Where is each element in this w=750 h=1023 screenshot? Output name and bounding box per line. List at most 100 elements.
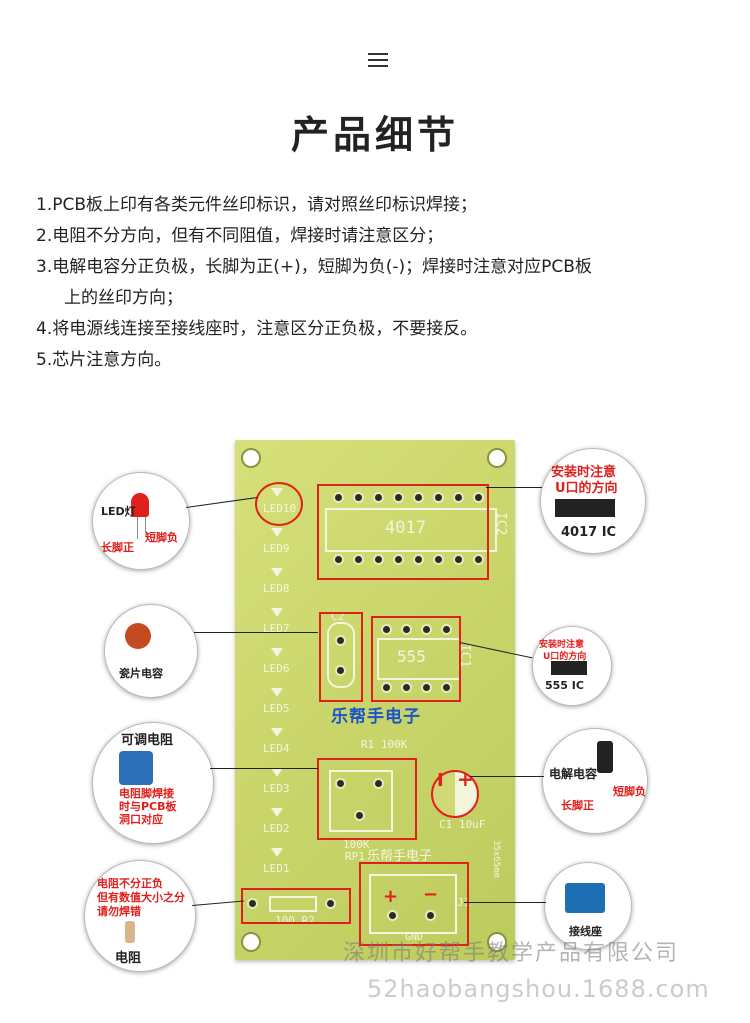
pad	[433, 554, 444, 565]
ic2-outline	[325, 508, 497, 552]
led-symbol-icon	[271, 848, 283, 857]
electrolytic-callout: 电解电容 短脚负 长脚正	[542, 728, 648, 834]
pad	[333, 554, 344, 565]
watermark-company: 深圳市好帮手教学产品有限公司	[343, 941, 680, 966]
led-symbol-icon	[271, 528, 283, 537]
pad	[473, 492, 484, 503]
board-brand: 乐帮手电子	[367, 849, 433, 864]
notes-list: 1.PCB板上印有各类元件丝印标识，请对照丝印标识焊接； 2.电阻不分方向，但有…	[36, 190, 726, 376]
ceramic-cap-icon	[125, 623, 151, 649]
j1-outline	[369, 874, 457, 934]
led-label: LED6	[263, 662, 290, 675]
j1-minus: −	[423, 884, 439, 905]
pad	[441, 682, 452, 693]
pad	[354, 810, 365, 821]
pad	[473, 554, 484, 565]
j1-label: J1	[457, 896, 471, 909]
led-symbol-icon	[271, 728, 283, 737]
pad	[353, 554, 364, 565]
pad	[373, 554, 384, 565]
rp1-label: RP1	[345, 850, 365, 863]
note-item: 2.电阻不分方向，但有不同阻值，焊接时请注意区分；	[36, 226, 444, 246]
resistor-icon	[125, 921, 135, 943]
pad	[335, 665, 346, 676]
resistor-callout: 电阻不分正负 但有数值大小之分 请勿焊错 电阻	[84, 860, 196, 972]
pad	[425, 910, 436, 921]
pad	[453, 554, 464, 565]
r1-label: R1 100K	[361, 738, 408, 751]
led-label: LED1	[263, 862, 290, 875]
led-symbol-icon	[271, 808, 283, 817]
note-item: 5.芯片注意方向。	[36, 350, 172, 370]
ic555-callout: 安装时注意 U口的方向 555 IC	[532, 626, 612, 706]
menu-icon	[368, 53, 388, 67]
ic1-chip-label: 555	[397, 647, 426, 666]
pcb-board: LED10 LED9 LED8 LED7 LED6 LED5 LED4 LED3…	[235, 440, 515, 960]
pad	[335, 635, 346, 646]
mount-hole	[241, 932, 261, 952]
electrolytic-cap-icon	[597, 741, 613, 773]
pad	[335, 778, 346, 789]
ceramic-callout: 瓷片电容	[104, 604, 198, 698]
led-callout: LED灯 长脚正 短脚负	[92, 472, 190, 570]
terminal-block-icon	[565, 883, 605, 913]
j1-highlight	[359, 862, 469, 946]
note-item: 3.电解电容分正负极，长脚为正(+)，短脚为负(-)；焊接时注意对应PCB板上的…	[36, 257, 592, 308]
led-label: LED3	[263, 782, 290, 795]
pad	[421, 682, 432, 693]
led-label: LED8	[263, 582, 290, 595]
pad	[393, 492, 404, 503]
led-label: LED9	[263, 542, 290, 555]
note-item: 4.将电源线连接至接线座时，注意区分正负极，不要接反。	[36, 319, 478, 339]
led-label: LED4	[263, 742, 290, 755]
c1-plus: +	[457, 767, 474, 791]
pad	[453, 492, 464, 503]
pad	[381, 682, 392, 693]
menu-button[interactable]	[368, 53, 388, 69]
mount-hole	[241, 448, 261, 468]
ic2-highlight	[317, 484, 489, 580]
pad	[393, 554, 404, 565]
led-red-icon	[131, 493, 149, 517]
pot-callout: 可调电阻 电阻脚焊接 时与PCB板 洞口对应	[92, 722, 214, 844]
note-item: 1.PCB板上印有各类元件丝印标识，请对照丝印标识焊接；	[36, 195, 478, 215]
led-symbol-icon	[271, 568, 283, 577]
pad	[413, 492, 424, 503]
page-title: 产品细节	[290, 113, 459, 157]
pcb-figure: LED10 LED9 LED8 LED7 LED6 LED5 LED4 LED3…	[0, 430, 750, 1023]
j1-plus: +	[383, 886, 399, 907]
watermark-url: 52haobangshou.1688.com	[367, 975, 710, 1003]
terminal-callout: 接线座	[544, 862, 632, 950]
led-symbol-icon	[271, 648, 283, 657]
pad	[381, 624, 392, 635]
mount-hole	[487, 932, 507, 952]
led-symbol-icon	[271, 688, 283, 697]
ic1-highlight	[371, 616, 461, 702]
pad	[421, 624, 432, 635]
pad	[433, 492, 444, 503]
rp1-highlight	[317, 758, 417, 840]
gnd-label: GND	[405, 932, 424, 943]
brand-logo: 乐帮手电子	[331, 707, 421, 727]
led-highlight	[255, 482, 303, 526]
pad	[413, 554, 424, 565]
pad	[401, 682, 412, 693]
mount-hole	[487, 448, 507, 468]
ic-chip-icon	[555, 499, 615, 517]
rp1-value: 100K	[343, 838, 370, 851]
ic-chip-icon	[551, 661, 587, 675]
led-label: LED5	[263, 702, 290, 715]
ic2-label: IC2	[493, 512, 508, 536]
c1-label: C1 10uF	[439, 818, 486, 831]
ic2-chip-label: 4017	[385, 518, 426, 538]
c1-minus: I	[437, 770, 444, 791]
potentiometer-icon	[119, 751, 153, 785]
pad	[325, 898, 336, 909]
led-column: LED10 LED9 LED8 LED7 LED6 LED5 LED4 LED3…	[263, 480, 313, 900]
r2-highlight	[241, 888, 351, 924]
pad	[333, 492, 344, 503]
led-label: LED7	[263, 622, 290, 635]
led-symbol-icon	[271, 608, 283, 617]
pad	[387, 910, 398, 921]
c1-footprint	[431, 770, 479, 818]
